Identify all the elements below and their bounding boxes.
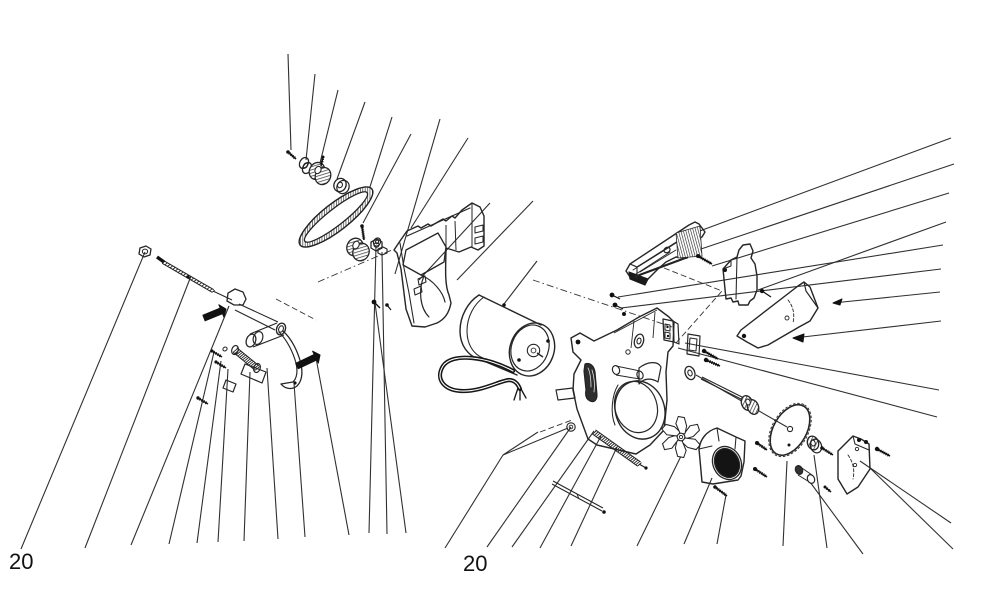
svg-text:20: 20	[463, 551, 487, 576]
svg-text:20: 20	[9, 549, 33, 574]
